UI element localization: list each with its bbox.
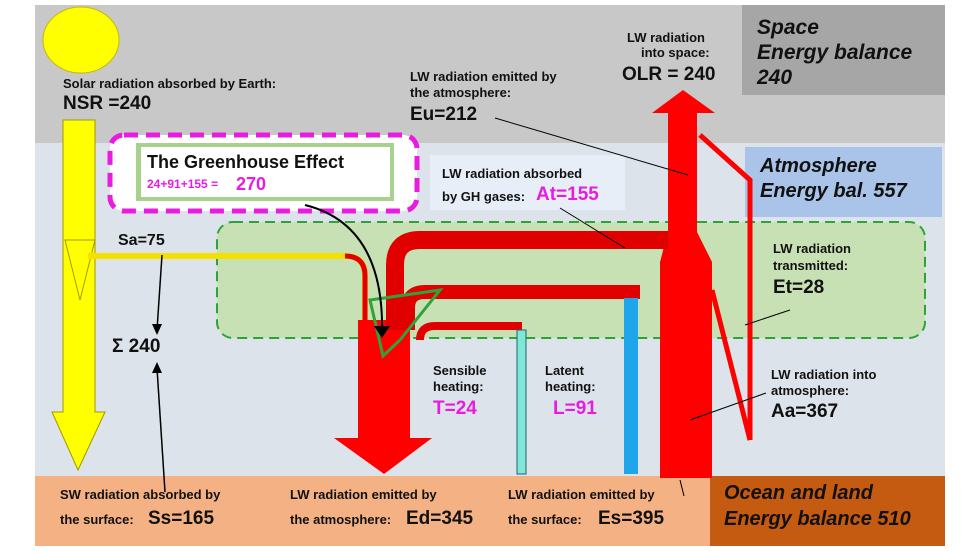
sigma-value: Σ 240 (112, 336, 161, 357)
olr-arrow-head (652, 90, 715, 113)
et-leader (744, 309, 791, 326)
latent-line2: heating: (545, 379, 596, 394)
ss-sum-arrowhead (152, 362, 162, 373)
ed-line1: LW radiation emitted by (290, 487, 437, 502)
sa-sum-arrowhead (152, 324, 162, 335)
sensible-line2: heating: (433, 379, 484, 394)
greenhouse-leader (304, 204, 384, 336)
sensible-bend (416, 322, 522, 341)
ed-line2: the atmosphere: (290, 512, 392, 527)
aa-line2: atmosphere: (771, 383, 850, 398)
sensible-column (516, 329, 527, 475)
olr-line1: LW radiation (627, 30, 705, 45)
olr-value: OLR = 240 (622, 64, 716, 85)
at-line2: by GH gases: (442, 189, 526, 204)
at-bend (386, 231, 668, 330)
ss-line2: the surface: (60, 512, 134, 527)
at-value: At=155 (536, 184, 599, 205)
ss-value: Ss=165 (148, 508, 215, 529)
sensible-line1: Sensible (433, 363, 487, 378)
solar-label: Solar radiation absorbed by Earth: (63, 76, 277, 91)
es-line1: LW radiation emitted by (508, 487, 655, 502)
greenhouse-sum-prefix: 24+91+155 = (147, 177, 219, 191)
atmosphere-title-box (745, 147, 942, 217)
at-line1: LW radiation absorbed (442, 166, 583, 181)
greenhouse-title: The Greenhouse Effect (147, 152, 345, 172)
latent-column (624, 298, 638, 474)
atmosphere-title-line2: Energy bal. 557 (760, 180, 907, 202)
ed-arrow (334, 320, 432, 474)
ss-line1: SW radiation absorbed by (60, 487, 221, 502)
aa-value: Aa=367 (771, 401, 839, 422)
eu-line1: LW radiation emitted by (410, 69, 557, 84)
greenhouse-merge (368, 287, 444, 359)
surface-title-line2: Energy balance 510 (724, 508, 911, 530)
greenhouse-callout-text-bg (141, 147, 390, 197)
sun-icon (42, 6, 120, 74)
et-line2: transmitted: (773, 258, 849, 273)
latent-line1: Latent (545, 363, 584, 378)
es-line2: the surface: (508, 512, 582, 527)
latent-value: L=91 (553, 398, 597, 419)
greenhouse-leader-tip (374, 326, 390, 338)
sa-sum-leader (156, 254, 163, 331)
atmosphere-title-line1: Atmosphere (760, 155, 877, 177)
space-title-line2: Energy balance (757, 41, 913, 64)
sa-path-tip (344, 253, 368, 330)
et-arrow (698, 133, 753, 441)
at-leader (559, 207, 626, 249)
eu-line2: the atmosphere: (410, 85, 512, 100)
es-leader (679, 479, 685, 497)
aa-leader (689, 392, 767, 421)
surface-title-box (710, 476, 945, 546)
ss-sum-leader (156, 367, 166, 493)
ed-value: Ed=345 (406, 508, 474, 529)
space-title-line1: Space (757, 16, 819, 39)
eu-value: Eu=212 (410, 104, 478, 125)
sa-value: Sa=75 (118, 232, 165, 249)
et-line1: LW radiation (773, 241, 851, 256)
aa-line1: LW radiation into (771, 367, 877, 382)
olr-arrow (660, 113, 712, 478)
solar-value: NSR =240 (63, 93, 152, 114)
solar-split (64, 239, 96, 301)
es-value: Es=395 (598, 508, 665, 529)
sensible-value: T=24 (433, 398, 477, 419)
et-value: Et=28 (773, 277, 825, 298)
greenhouse-sum-value: 270 (236, 174, 267, 194)
at-label-box (430, 155, 625, 210)
surface-title-line1: Ocean and land (724, 482, 873, 504)
space-value: 240 (757, 66, 793, 89)
space-title-box (742, 5, 945, 95)
eu-leader (494, 117, 689, 176)
olr-line2: into space: (641, 45, 710, 60)
